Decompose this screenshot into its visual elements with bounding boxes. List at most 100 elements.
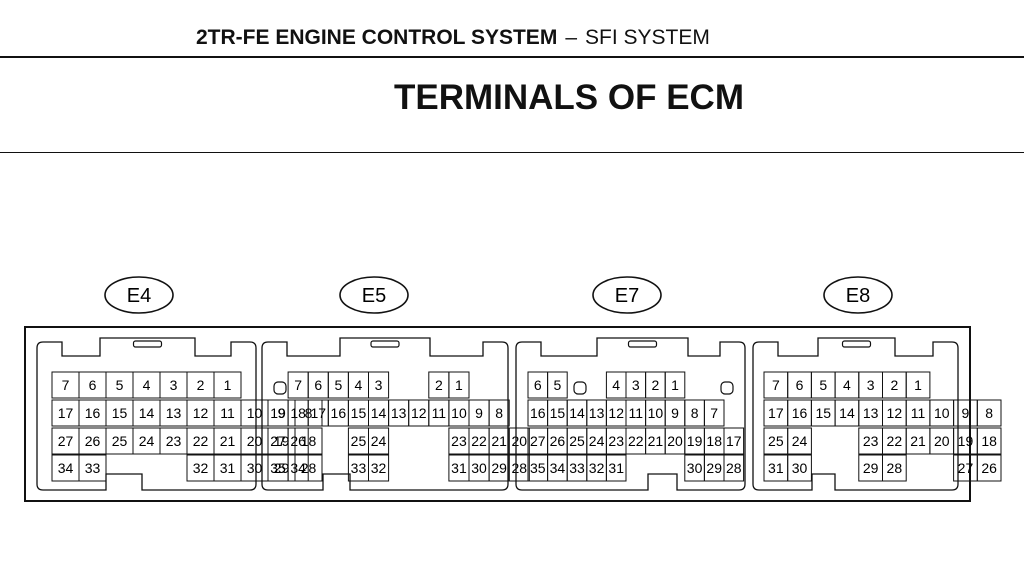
pin-number: 29 bbox=[863, 460, 879, 476]
connector-body-outline bbox=[752, 337, 959, 491]
connector-latch bbox=[627, 340, 658, 348]
pin-number: 14 bbox=[839, 405, 855, 421]
pin-number: 33 bbox=[85, 460, 101, 476]
pin-number: 10 bbox=[934, 405, 950, 421]
pin-number: 12 bbox=[193, 405, 209, 421]
pin-number: 11 bbox=[220, 405, 235, 421]
pin-number: 21 bbox=[220, 433, 236, 449]
connector-latch bbox=[132, 340, 163, 348]
pin-number: 28 bbox=[511, 460, 527, 476]
pin-number: 25 bbox=[569, 433, 585, 449]
pin-number: 19 bbox=[274, 433, 290, 449]
pin-number: 9 bbox=[278, 405, 286, 421]
pin-number: 15 bbox=[351, 405, 367, 421]
pin-number: 19 bbox=[958, 433, 974, 449]
pin-cell bbox=[508, 454, 530, 482]
pin-number: 13 bbox=[863, 405, 879, 421]
pin-number: 10 bbox=[451, 405, 467, 421]
pin-number: 29 bbox=[274, 460, 290, 476]
pin-number: 21 bbox=[648, 433, 664, 449]
pin-number: 12 bbox=[887, 405, 903, 421]
pin-number: 16 bbox=[85, 405, 101, 421]
pin-number: 24 bbox=[371, 433, 387, 449]
pin-number: 16 bbox=[530, 405, 546, 421]
pin-number: 10 bbox=[247, 405, 263, 421]
pin-number: 13 bbox=[391, 405, 407, 421]
pin-number: 13 bbox=[166, 405, 182, 421]
connector-label: E4 bbox=[127, 285, 151, 307]
pin-number: 30 bbox=[247, 460, 263, 476]
pin-cell bbox=[976, 454, 1002, 482]
pin-number: 17 bbox=[768, 405, 784, 421]
pin-number: 20 bbox=[667, 433, 683, 449]
connector-latch bbox=[370, 340, 400, 348]
pin-number: 4 bbox=[843, 377, 851, 393]
pin-number: 1 bbox=[671, 377, 679, 393]
connector-label-oval bbox=[339, 276, 409, 314]
pin-cell bbox=[287, 454, 309, 482]
connector-label: E7 bbox=[615, 285, 639, 307]
pin-cell bbox=[547, 371, 568, 399]
pin-number: 20 bbox=[247, 433, 263, 449]
pin-number: 14 bbox=[371, 405, 387, 421]
pin-number: 2 bbox=[890, 377, 898, 393]
pin-number: 23 bbox=[451, 433, 467, 449]
pin-number: 17 bbox=[726, 433, 742, 449]
pin-number: 22 bbox=[887, 433, 903, 449]
pin-cell bbox=[882, 454, 907, 482]
pin-number: 5 bbox=[334, 377, 342, 393]
pin-number: 11 bbox=[911, 405, 926, 421]
pin-number: 28 bbox=[726, 460, 742, 476]
pin-number: 2 bbox=[435, 377, 443, 393]
pin-number: 7 bbox=[62, 377, 70, 393]
pin-number: 3 bbox=[867, 377, 875, 393]
pin-number: 11 bbox=[432, 405, 447, 421]
pin-number: 2 bbox=[197, 377, 205, 393]
pin-number: 9 bbox=[671, 405, 679, 421]
pin-number: 33 bbox=[569, 460, 585, 476]
pin-number: 18 bbox=[706, 433, 722, 449]
pin-number: 22 bbox=[628, 433, 644, 449]
pin-number: 24 bbox=[139, 433, 155, 449]
pin-cell bbox=[787, 454, 812, 482]
connector-label-oval bbox=[592, 276, 662, 314]
pin-number: 4 bbox=[143, 377, 151, 393]
pin-number: 1 bbox=[455, 377, 463, 393]
pin-number: 18 bbox=[981, 433, 997, 449]
pin-number: 16 bbox=[792, 405, 808, 421]
pin-cell bbox=[723, 454, 745, 482]
pin-number: 7 bbox=[294, 377, 302, 393]
ecm-housing-frame bbox=[24, 326, 971, 502]
pin-number: 1 bbox=[914, 377, 922, 393]
pin-number: 26 bbox=[290, 433, 306, 449]
pin-number: 11 bbox=[629, 405, 644, 421]
pin-number: 8 bbox=[691, 405, 699, 421]
pin-number: 32 bbox=[371, 460, 387, 476]
pin-number: 8 bbox=[985, 405, 993, 421]
header-title-line: 2TR-FE ENGINE CONTROL SYSTEM–SFI SYSTEM bbox=[196, 26, 710, 50]
pin-cell bbox=[78, 454, 107, 482]
connector-label-oval bbox=[823, 276, 893, 314]
pin-number: 28 bbox=[887, 460, 903, 476]
pin-number: 6 bbox=[314, 377, 322, 393]
page-header: 2TR-FE ENGINE CONTROL SYSTEM–SFI SYSTEM bbox=[0, 0, 1024, 58]
pin-number: 3 bbox=[632, 377, 640, 393]
pin-number: 25 bbox=[768, 433, 784, 449]
pin-number: 29 bbox=[706, 460, 722, 476]
pin-number: 8 bbox=[495, 405, 503, 421]
pin-number: 34 bbox=[58, 460, 74, 476]
pin-number: 2 bbox=[652, 377, 660, 393]
connector-label-oval bbox=[104, 276, 174, 314]
connector-label: E8 bbox=[846, 285, 870, 307]
pin-number: 35 bbox=[530, 460, 546, 476]
pin-cell bbox=[488, 399, 510, 427]
connector-body-outline bbox=[36, 337, 257, 491]
pin-number: 16 bbox=[331, 405, 347, 421]
pin-cell bbox=[664, 371, 686, 399]
pin-number: 25 bbox=[112, 433, 128, 449]
pin-number: 17 bbox=[58, 405, 74, 421]
pin-number: 27 bbox=[58, 433, 74, 449]
